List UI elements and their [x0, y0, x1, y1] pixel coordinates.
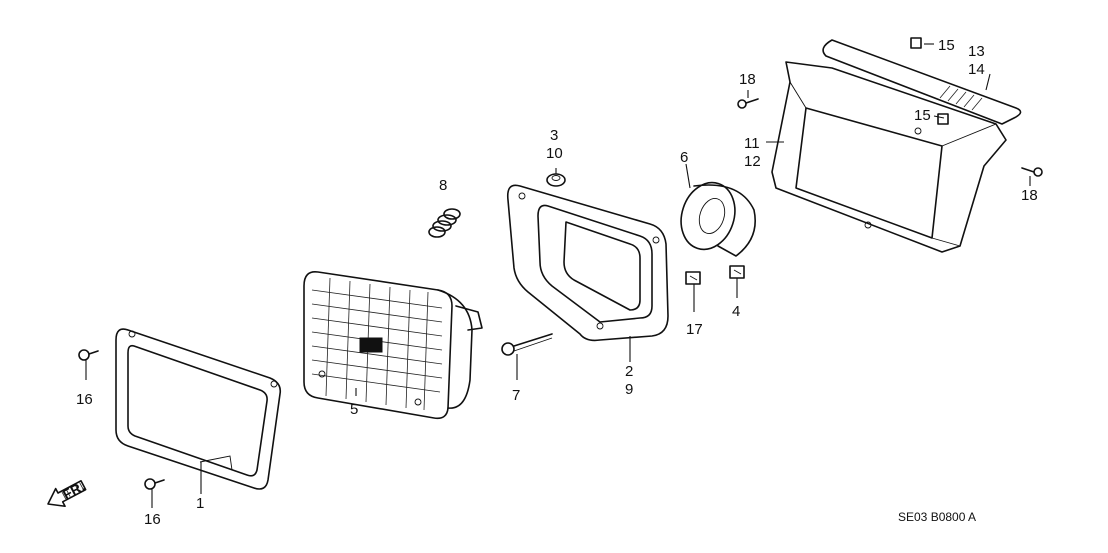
callout-9: 9 — [625, 381, 633, 398]
callout-2: 2 — [625, 363, 633, 380]
callout-15-top: 15 — [938, 37, 955, 54]
part-clip-15-mid — [937, 113, 949, 125]
part-clip-15-top — [910, 37, 922, 49]
callout-15-mid: 15 — [914, 107, 931, 124]
front-arrow-label: FR. — [60, 478, 87, 503]
part-clip-4 — [729, 265, 745, 279]
callout-12: 12 — [744, 153, 761, 170]
part-screw-18-right — [1021, 167, 1043, 177]
callout-16-lower: 16 — [144, 511, 161, 528]
callout-4: 4 — [732, 303, 740, 320]
part-clip-17 — [685, 271, 701, 285]
callout-16-upper: 16 — [76, 391, 93, 408]
front-arrow-icon — [47, 480, 87, 508]
callout-1: 1 — [196, 495, 204, 512]
part-sealed-beam-headlight — [303, 270, 483, 420]
callout-7: 7 — [512, 387, 520, 404]
callout-18-left: 18 — [739, 71, 756, 88]
front-direction-arrow: FR. — [47, 478, 87, 508]
part-adjusting-screw — [501, 333, 553, 356]
part-screw-18-left — [737, 98, 759, 109]
part-headlight-rim — [115, 328, 282, 490]
callout-14: 14 — [968, 61, 985, 78]
callout-5: 5 — [350, 401, 358, 418]
part-screw-16-upper — [78, 349, 99, 361]
lens-pattern — [311, 277, 443, 411]
callout-10: 10 — [546, 145, 563, 162]
diagram-code: SE03 B0800 A — [898, 510, 976, 524]
part-adjusting-spring — [428, 208, 461, 238]
part-mounting-ring — [506, 184, 669, 342]
part-upper-molding — [822, 39, 1022, 125]
callout-8: 8 — [439, 177, 447, 194]
callout-6: 6 — [680, 149, 688, 166]
part-nut — [546, 173, 566, 187]
callout-18-right: 18 — [1021, 187, 1038, 204]
part-screw-16-lower — [144, 478, 165, 490]
callout-17: 17 — [686, 321, 703, 338]
callout-3: 3 — [550, 127, 558, 144]
leader-lines — [85, 43, 1031, 508]
callout-11: 11 — [744, 135, 760, 152]
callout-13: 13 — [968, 43, 985, 60]
part-socket-cup — [680, 181, 756, 257]
callout-labels: 1 2 9 3 10 4 5 6 7 8 11 12 13 14 15 15 1… — [76, 37, 1038, 528]
